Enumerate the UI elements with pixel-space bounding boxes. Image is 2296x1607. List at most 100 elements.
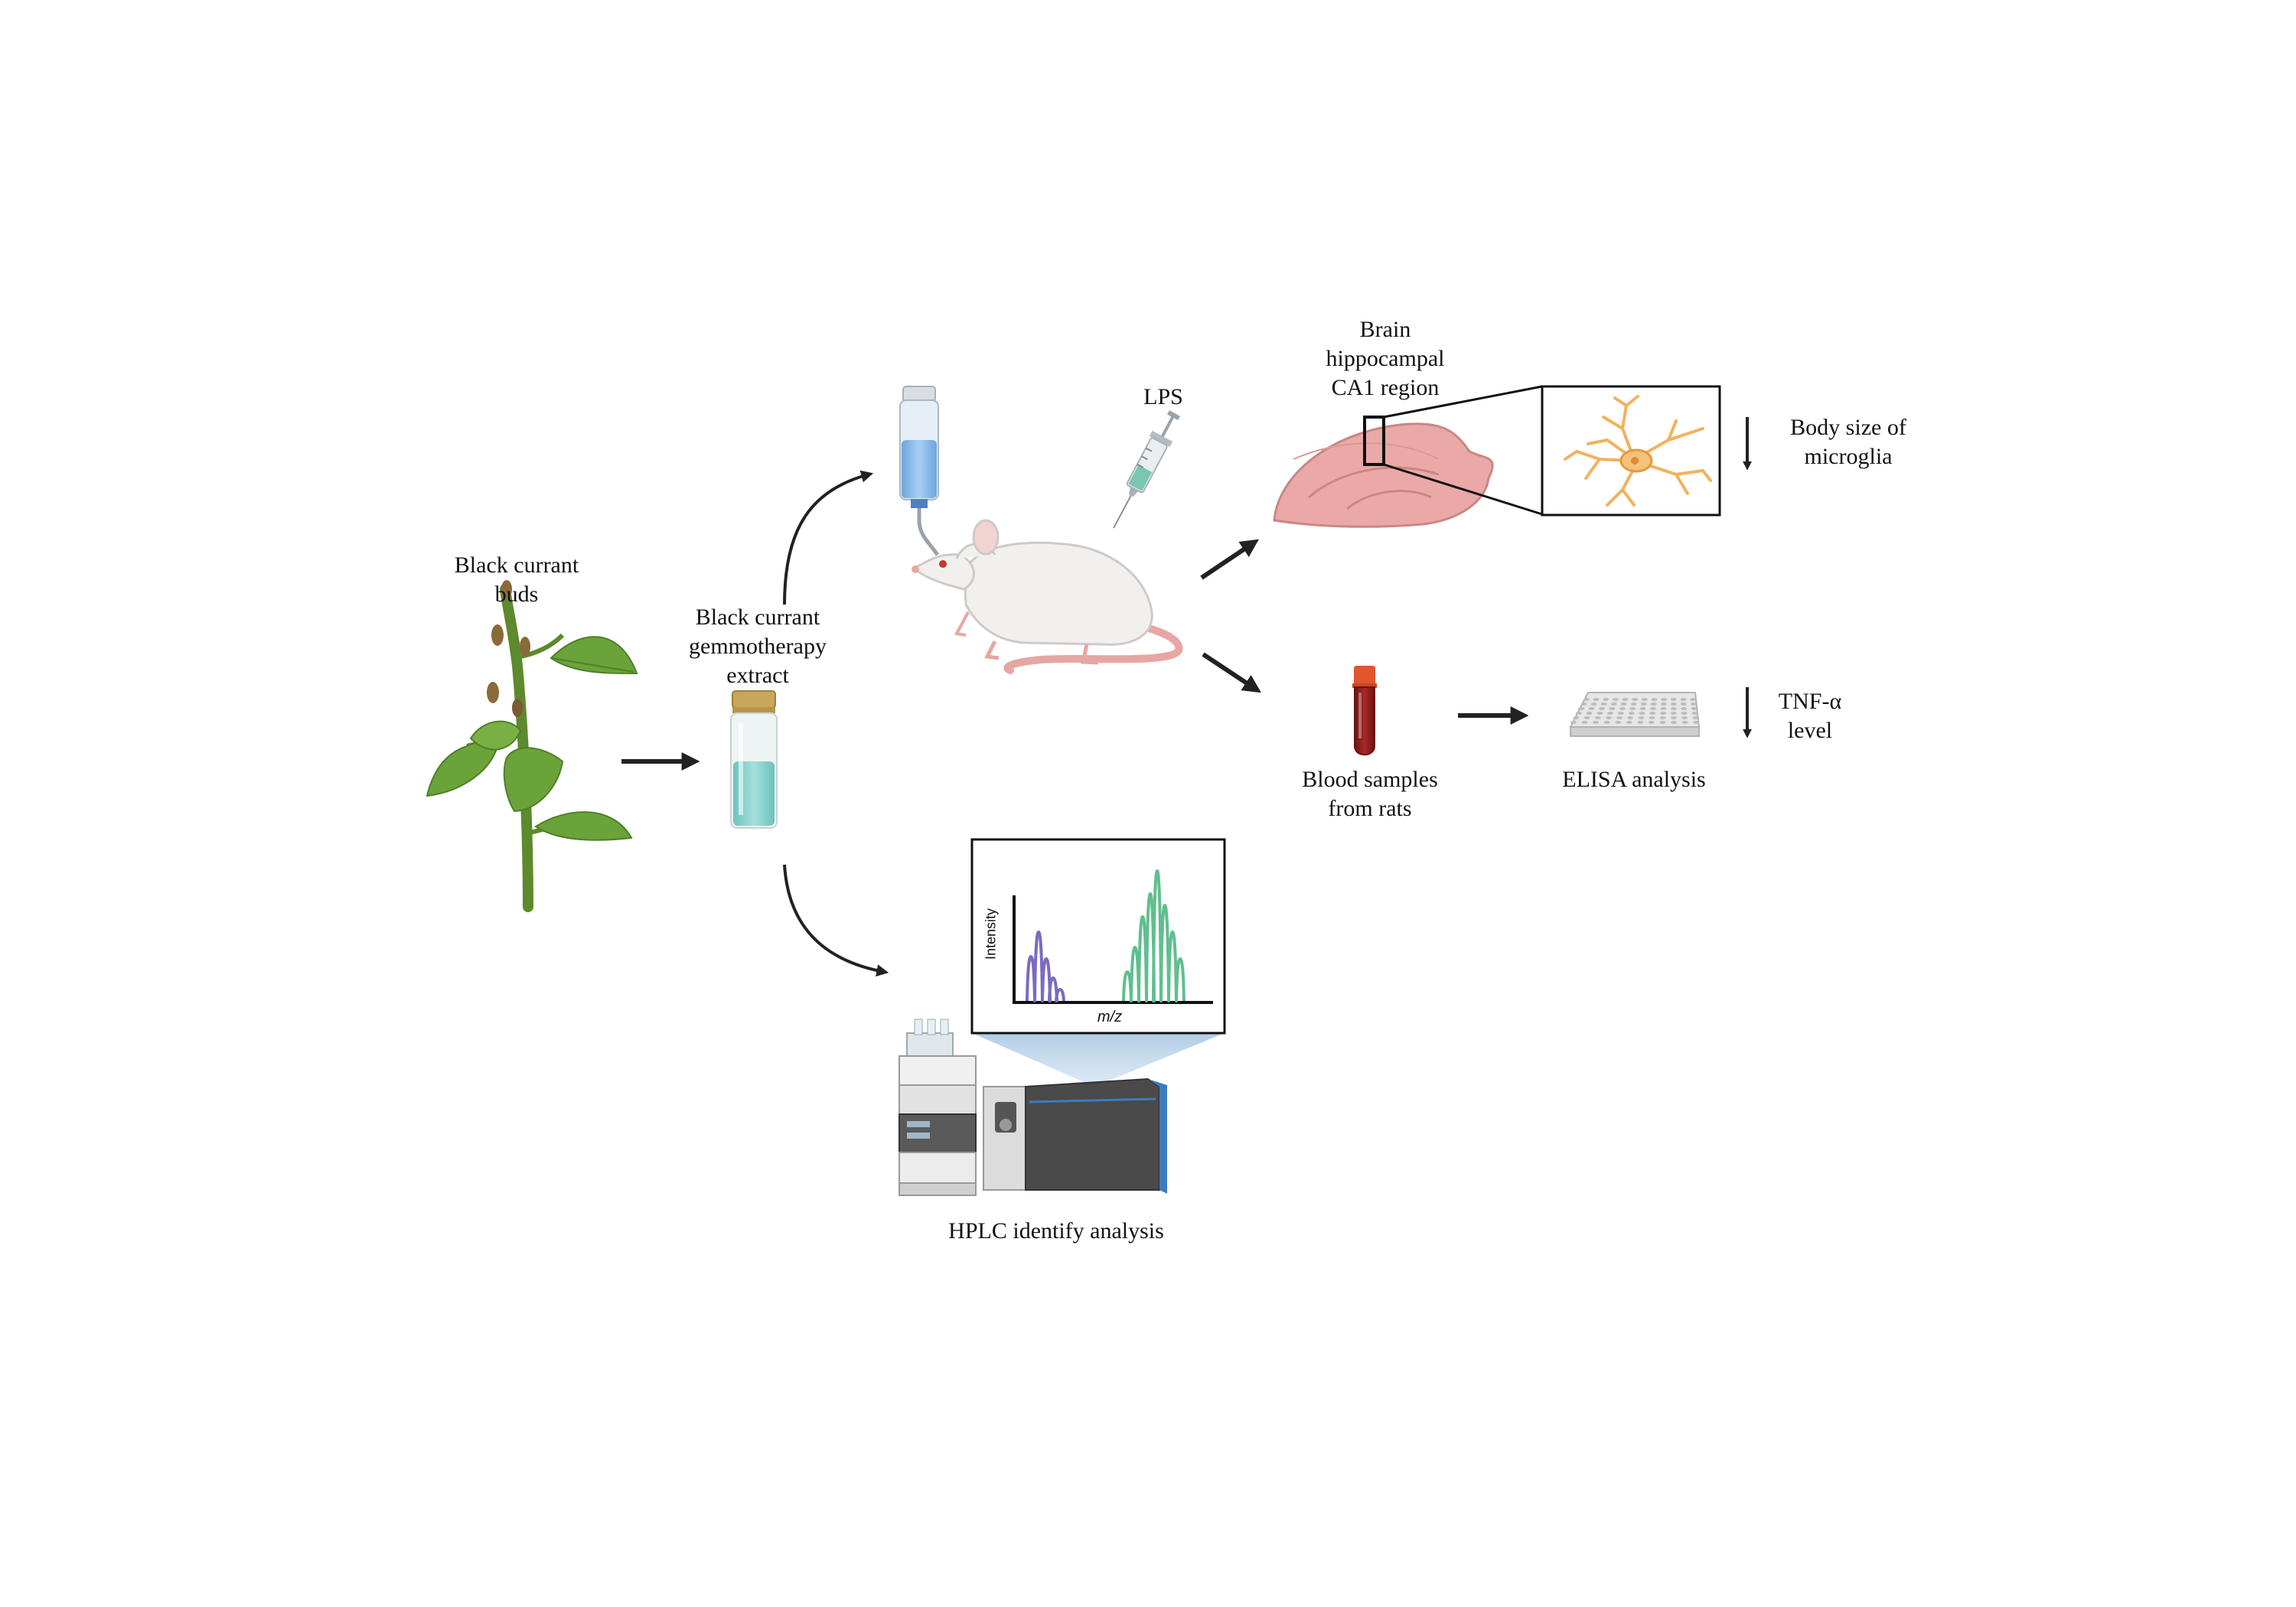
elisa-well (1594, 716, 1601, 719)
elisa-well (1641, 698, 1648, 701)
label-lps: LPS (1143, 384, 1183, 409)
mass-spectrum-icon (970, 838, 1226, 1035)
elisa-well (1575, 712, 1582, 715)
elisa-well (1588, 707, 1595, 710)
elisa-well (1659, 716, 1666, 719)
elisa-well (1596, 712, 1603, 715)
elisa-well (1570, 721, 1577, 724)
label-elisa: ELISA analysis (1562, 767, 1706, 792)
elisa-well (1600, 702, 1607, 706)
spectrum-x-axis-label: m/z (1097, 1009, 1123, 1025)
elisa-well (1693, 721, 1699, 724)
elisa-well (1670, 721, 1677, 724)
elisa-well (1670, 716, 1677, 719)
elisa-well (1629, 707, 1636, 710)
elisa-well (1661, 698, 1668, 701)
elisa-well (1593, 698, 1600, 701)
elisa-well (1681, 716, 1688, 719)
elisa-well (1578, 707, 1585, 710)
elisa-well (1639, 707, 1646, 710)
plant-icon (426, 580, 638, 912)
elisa-well (1620, 702, 1627, 706)
elisa-well (1619, 707, 1626, 710)
elisa-well (1616, 716, 1623, 719)
water-bottle-icon (899, 386, 940, 556)
elisa-well (1650, 707, 1656, 710)
elisa-well (1626, 721, 1632, 724)
elisa-well (1627, 716, 1634, 719)
label-blood: Blood samples from rats (1302, 767, 1438, 821)
elisa-well (1670, 707, 1677, 710)
elisa-well (1573, 716, 1580, 719)
arrow-extract-to-rat (783, 470, 874, 605)
arrow-extract-to-hplc (783, 864, 889, 977)
elisa-well (1670, 712, 1677, 715)
elisa-well (1692, 716, 1699, 719)
elisa-well (1639, 712, 1645, 715)
vial-icon (730, 690, 778, 829)
elisa-well (1649, 716, 1655, 719)
microglia-icon (1564, 395, 1712, 507)
blood-tube-icon (1352, 666, 1377, 756)
elisa-well (1651, 698, 1658, 701)
elisa-well (1583, 716, 1590, 719)
elisa-well (1630, 702, 1637, 706)
label-buds: Black currant buds (454, 553, 579, 607)
rat-icon (912, 519, 1183, 674)
hplc-instrument-icon (899, 1019, 1225, 1196)
elisa-well (1622, 698, 1629, 701)
elisa-well (1659, 721, 1666, 724)
elisa-well (1603, 698, 1609, 701)
elisa-well (1581, 721, 1588, 724)
elisa-well (1603, 721, 1610, 724)
spectrum-y-axis-label: Intensity (983, 908, 999, 960)
label-hplc: HPLC identify analysis (948, 1218, 1164, 1244)
elisa-well (1690, 702, 1697, 706)
elisa-well (1690, 698, 1696, 701)
elisa-well (1628, 712, 1635, 715)
elisa-well (1586, 712, 1593, 715)
elisa-well (1637, 721, 1644, 724)
elisa-well (1691, 712, 1698, 715)
elisa-well (1680, 702, 1687, 706)
elisa-well (1670, 702, 1677, 706)
elisa-well (1681, 721, 1688, 724)
elisa-well (1680, 698, 1687, 701)
elisa-well (1648, 721, 1655, 724)
elisa-well (1605, 716, 1612, 719)
elisa-well (1590, 702, 1597, 706)
elisa-well (1607, 712, 1614, 715)
elisa-well (1660, 712, 1667, 715)
elisa-well (1640, 702, 1647, 706)
elisa-well (1615, 721, 1622, 724)
elisa-well (1593, 721, 1600, 724)
label-brain-region: Brain hippocampal CA1 region (1326, 317, 1445, 400)
brain-icon (1273, 385, 1543, 528)
elisa-well (1650, 702, 1657, 706)
elisa-well (1609, 707, 1616, 710)
elisa-well (1617, 712, 1624, 715)
elisa-well (1681, 712, 1688, 715)
elisa-well (1580, 702, 1587, 706)
elisa-well (1649, 712, 1656, 715)
elisa-plate-icon (1569, 692, 1701, 737)
elisa-well (1681, 707, 1688, 710)
elisa-well (1691, 707, 1698, 710)
syringe-icon (1113, 410, 1180, 529)
elisa-well (1670, 698, 1677, 701)
elisa-well (1583, 698, 1590, 701)
label-extract: Black currant gemmotherapy extract (689, 605, 827, 688)
elisa-well (1612, 698, 1619, 701)
elisa-well (1610, 702, 1617, 706)
elisa-well (1632, 698, 1639, 701)
label-microglia: Body size of microglia (1790, 415, 1906, 469)
elisa-well (1660, 702, 1667, 706)
arrow-rat-to-brain (1200, 539, 1259, 580)
elisa-well (1638, 716, 1645, 719)
label-tnf: TNF-α level (1778, 689, 1842, 743)
elisa-well (1599, 707, 1605, 710)
elisa-well (1660, 707, 1667, 710)
arrow-rat-to-blood (1202, 652, 1262, 693)
